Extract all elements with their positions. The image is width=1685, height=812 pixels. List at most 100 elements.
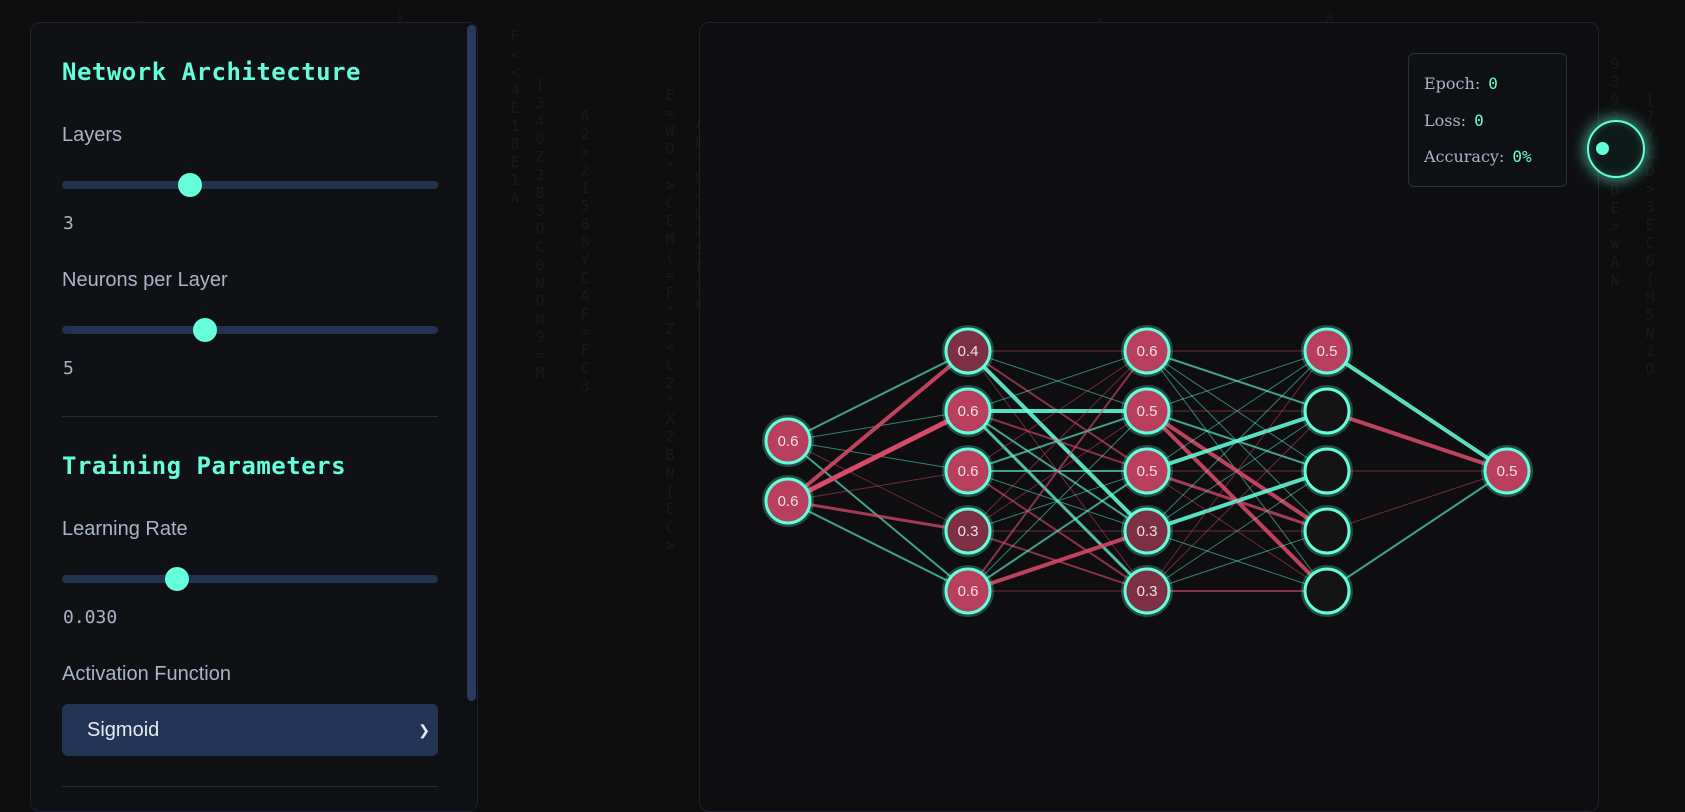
neuron-node: 0.5: [1301, 325, 1353, 377]
learning-rate-label: Learning Rate: [62, 518, 188, 540]
training-stats-box: Epoch: 0 Loss: 0 Accuracy: 0%: [1408, 53, 1567, 187]
neuron-node: 0.6: [1121, 325, 1173, 377]
slider-thumb[interactable]: [164, 567, 189, 591]
neuron-value-label: 0.5: [1137, 463, 1158, 480]
connection-line: [787, 350, 969, 442]
connection-line: [1146, 470, 1328, 592]
connection-line: [1146, 350, 1328, 532]
connection-line: [1146, 409, 1328, 473]
neurons: 0.60.60.40.60.60.30.60.60.50.50.30.30.50…: [762, 325, 1533, 617]
connection-line: [967, 470, 1148, 532]
slider-track: [62, 326, 438, 334]
connection-line: [787, 499, 969, 533]
neuron-glow: [1481, 445, 1533, 497]
layers-label: Layers: [62, 124, 123, 146]
connection-line: [787, 470, 969, 502]
slider-thumb[interactable]: [177, 173, 202, 197]
neuron-glow: [942, 565, 994, 617]
neuron-value-label: 0.6: [958, 403, 979, 420]
connection-line: [967, 410, 1148, 472]
connection-line: [967, 470, 1148, 532]
epoch-value: 0: [1488, 74, 1498, 93]
connection-line: [1146, 350, 1328, 472]
loss-stat: Loss: 0: [1424, 111, 1484, 130]
neuron-value-label: 0.6: [1137, 343, 1158, 360]
connection-line: [967, 350, 1148, 532]
train-toggle-orb[interactable]: [1587, 120, 1645, 178]
layers-slider[interactable]: [62, 172, 438, 198]
neuron-circle: [944, 327, 992, 375]
neuron-node: [1301, 385, 1353, 437]
neurons-slider[interactable]: [62, 317, 438, 343]
neuron-circle: [764, 417, 812, 465]
neuron-glow: [1301, 445, 1353, 497]
connection-line: [1326, 470, 1508, 532]
neuron-value-label: 0.6: [958, 463, 979, 480]
neuron-circle: [1303, 327, 1351, 375]
section-divider: [62, 786, 438, 787]
connection-line: [967, 350, 1148, 592]
neurons-label: Neurons per Layer: [62, 269, 228, 291]
neuron-circle: [764, 477, 812, 525]
neuron-node: 0.5: [1481, 445, 1533, 497]
neuron-glow: [1301, 385, 1353, 437]
loss-value: 0: [1474, 111, 1484, 130]
accuracy-value: 0%: [1512, 147, 1532, 166]
connection-line: [1146, 350, 1328, 412]
neuron-circle: [1303, 387, 1351, 435]
network-graph: 0.60.60.40.60.60.30.60.60.50.50.30.30.50…: [762, 325, 1533, 617]
chevron-down-icon: ❯: [418, 722, 430, 738]
loss-label: Loss:: [1424, 111, 1467, 130]
neuron-node: 0.6: [942, 445, 994, 497]
neuron-node: 0.6: [762, 475, 814, 527]
neuron-node: 0.6: [762, 415, 814, 467]
neuron-glow: [1301, 505, 1353, 557]
accuracy-label: Accuracy:: [1424, 147, 1505, 166]
neuron-circle: [1483, 447, 1531, 495]
orb-dot-icon: [1596, 142, 1609, 155]
neuron-circle: [1123, 387, 1171, 435]
neuron-node: 0.3: [1121, 565, 1173, 617]
connection-line: [787, 500, 969, 592]
neuron-glow: [1301, 565, 1353, 617]
connection-line: [1146, 350, 1328, 412]
neuron-circle: [944, 447, 992, 495]
neuron-glow: [942, 445, 994, 497]
neuron-node: 0.6: [942, 565, 994, 617]
connection-line: [966, 409, 1149, 593]
neuron-circle: [1123, 447, 1171, 495]
training-parameters-title: Training Parameters: [62, 452, 347, 480]
neuron-glow: [1121, 385, 1173, 437]
neuron-value-label: 0.6: [778, 433, 799, 450]
slider-thumb[interactable]: [192, 318, 217, 342]
connection-line: [1146, 530, 1328, 592]
connection-line: [1146, 350, 1328, 592]
activation-function-select[interactable]: Sigmoid ❯: [62, 704, 438, 756]
connection-line: [1146, 530, 1328, 592]
connection-line: [1146, 469, 1328, 533]
epoch-stat: Epoch: 0: [1424, 74, 1498, 93]
neuron-circle: [1123, 327, 1171, 375]
neurons-value: 5: [63, 358, 74, 379]
slider-track: [62, 181, 438, 189]
learning-rate-slider[interactable]: [62, 566, 438, 592]
learning-rate-value: 0.030: [63, 607, 118, 628]
neuron-glow: [942, 385, 994, 437]
connection-line: [967, 470, 1148, 592]
neuron-glow: [942, 325, 994, 377]
neuron-glow: [762, 415, 814, 467]
connection-line: [967, 350, 1148, 472]
panel-scrollbar[interactable]: [465, 23, 477, 811]
neuron-circle: [944, 567, 992, 615]
connection-line: [1326, 470, 1508, 592]
connection-line: [1145, 409, 1329, 533]
neuron-value-label: 0.4: [958, 343, 979, 360]
activation-function-label: Activation Function: [62, 663, 231, 685]
neuron-circle: [1303, 507, 1351, 555]
neuron-value-label: 0.3: [958, 523, 979, 540]
neuron-node: 0.5: [1121, 385, 1173, 437]
scrollbar-thumb[interactable]: [467, 25, 476, 701]
epoch-label: Epoch:: [1424, 74, 1481, 93]
neuron-glow: [1301, 325, 1353, 377]
connection-line: [787, 440, 969, 532]
